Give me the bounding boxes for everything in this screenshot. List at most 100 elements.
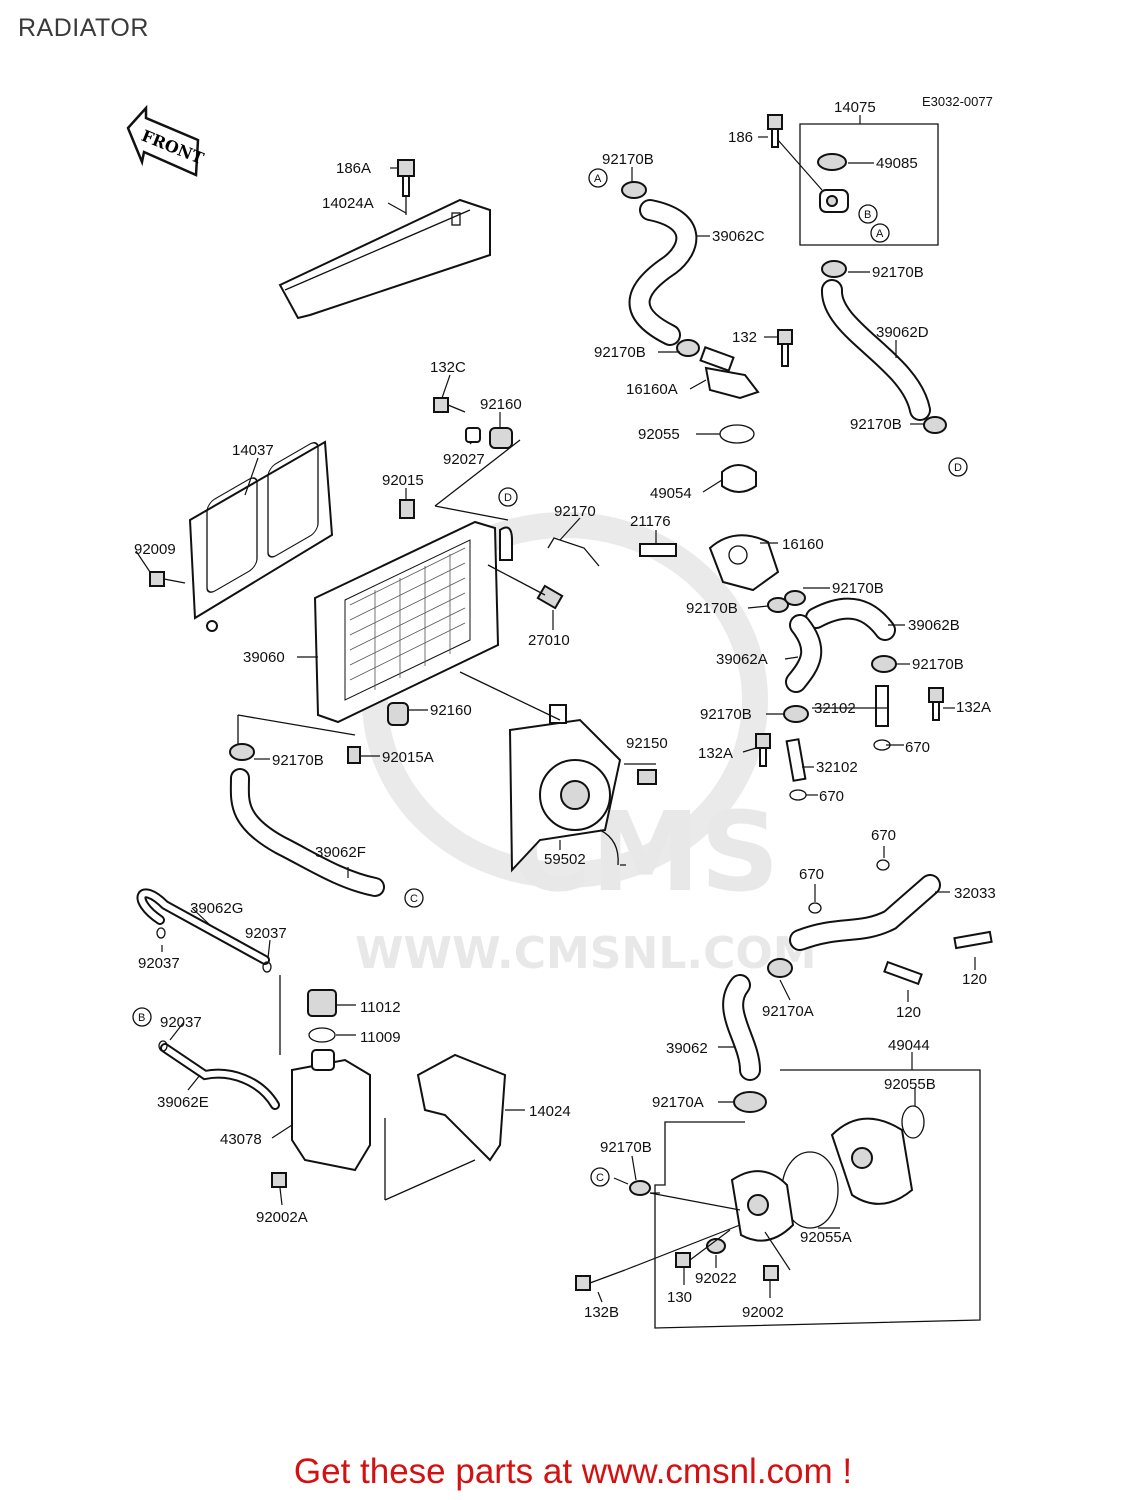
part-label: 92002: [742, 1304, 784, 1321]
part-label: 92170A: [652, 1094, 704, 1111]
part-label: 92037: [138, 955, 180, 972]
grommet-92160-top-drawing: [465, 427, 513, 449]
clip-92037-drawing: [156, 927, 272, 1052]
callout-marker-d-radiator: D: [498, 487, 518, 507]
radiator-shroud-drawing: [188, 440, 334, 632]
bolt-92002a-drawing: [271, 1172, 287, 1188]
washer-92022-drawing: [706, 1238, 726, 1254]
part-label: 16160A: [626, 381, 678, 398]
page-title: RADIATOR: [18, 14, 149, 42]
bolt-132-drawing: [777, 329, 793, 367]
grommet-92160-drawing: [387, 702, 409, 726]
part-label: 21176: [630, 513, 671, 530]
bolt-132b-drawing: [575, 1269, 626, 1291]
o-ring-92055b-drawing: [901, 1105, 925, 1139]
part-labels: 186A 14024A 92170B 39062C 14075 186 4908…: [134, 99, 996, 1321]
clamp-92170b-top-drawing: [621, 181, 647, 199]
part-label: 670: [819, 788, 844, 805]
water-pump-group-frame: [654, 1069, 981, 1329]
svg-text:A: A: [594, 173, 602, 185]
part-label: 14024: [529, 1103, 571, 1120]
part-label: 92037: [160, 1014, 202, 1031]
part-label: 92009: [134, 541, 176, 558]
o-ring-670-a-drawing: [876, 859, 890, 871]
part-label: 39062C: [712, 228, 765, 245]
part-label: 92160: [430, 702, 472, 719]
thermostat-housing-drawing: [708, 534, 780, 592]
part-label: 43078: [220, 1131, 262, 1148]
part-label: 130: [667, 1289, 692, 1306]
fitting-32102-lower-drawing: [785, 738, 807, 801]
part-label: 11009: [360, 1029, 401, 1046]
svg-text:C: C: [410, 893, 418, 905]
water-pipe-drawing: [789, 874, 941, 951]
fan-switch-drawing: [536, 537, 600, 610]
svg-text:B: B: [138, 1012, 145, 1024]
bolt-186a-drawing: [397, 159, 415, 197]
filler-neck-group-frame: [799, 123, 939, 246]
bolt-130-drawing: [675, 1252, 691, 1268]
part-label: 92170B: [600, 1139, 652, 1156]
part-label: 39062E: [157, 1094, 209, 1111]
clamp-92170b-left-drawing: [229, 743, 255, 761]
callout-marker-c-pump: C: [590, 1167, 610, 1187]
diagram-code: E3032-0077: [922, 94, 993, 109]
part-label: 92170B: [700, 706, 752, 723]
nut-92015a-drawing: [347, 746, 361, 764]
seal-11009-drawing: [308, 1027, 336, 1043]
part-label: 59502: [544, 851, 586, 868]
thermostat-drawing: [721, 464, 757, 493]
part-label: 92055: [638, 426, 680, 443]
part-label: 11012: [360, 999, 401, 1016]
clamp-92170b-mid-drawing: [676, 339, 700, 357]
part-label: 120: [896, 1004, 921, 1021]
callout-marker-b-right: B: [858, 204, 878, 224]
part-label: 670: [871, 827, 896, 844]
callout-marker-a-right: A: [870, 223, 890, 243]
callout-marker-a-left: A: [588, 168, 608, 188]
part-label: 92170B: [594, 344, 646, 361]
reserve-tank-drawing: [279, 975, 371, 1172]
clamp-pair-92170b-drawing: [767, 590, 806, 613]
part-label: 92015A: [382, 749, 434, 766]
part-label: 92170: [554, 503, 596, 520]
part-label: 92150: [626, 735, 668, 752]
part-label: 49085: [876, 155, 918, 172]
clamp-92170b-pump-drawing: [629, 1180, 651, 1196]
part-label: 92160: [480, 396, 522, 413]
bolt-92002-drawing: [763, 1265, 779, 1281]
part-label: 92022: [695, 1270, 737, 1287]
part-label: 92002A: [256, 1209, 308, 1226]
part-label: 132A: [698, 745, 733, 762]
part-label: 186A: [336, 160, 371, 177]
callout-marker-d-hose: D: [948, 457, 968, 477]
temp-sensor-21176-drawing: [639, 543, 677, 557]
part-label: 14024A: [322, 195, 374, 212]
callout-marker-c-hose: C: [404, 888, 424, 908]
part-label: 92170B: [602, 151, 654, 168]
footer-cta-link[interactable]: Get these parts at www.cmsnl.com !: [293, 1452, 853, 1491]
water-pump-cover-drawing: [830, 1117, 914, 1205]
part-label: 92170B: [850, 416, 902, 433]
part-label: 39062D: [876, 324, 929, 341]
part-label: 92170B: [832, 580, 884, 597]
part-label: 49054: [650, 485, 692, 502]
part-label: 120: [962, 971, 987, 988]
bolt-120-a-drawing: [953, 930, 993, 950]
clamp-92170b-right-drawing: [821, 260, 847, 278]
part-label: 670: [905, 739, 930, 756]
svg-text:D: D: [504, 492, 512, 504]
front-arrow-icon: FRONT: [126, 104, 206, 177]
part-label: 32033: [954, 885, 996, 902]
part-label: 670: [799, 866, 824, 883]
bolt-132c-drawing: [433, 397, 466, 413]
part-label: 14037: [232, 442, 274, 459]
part-label: 39060: [243, 649, 285, 666]
water-pump-body-drawing: [730, 1170, 795, 1242]
part-label: 16160: [782, 536, 824, 553]
bolt-132a-lower-drawing: [755, 733, 771, 767]
part-label: 27010: [528, 632, 570, 649]
part-label: 92037: [245, 925, 287, 942]
part-label: 92015: [382, 472, 424, 489]
